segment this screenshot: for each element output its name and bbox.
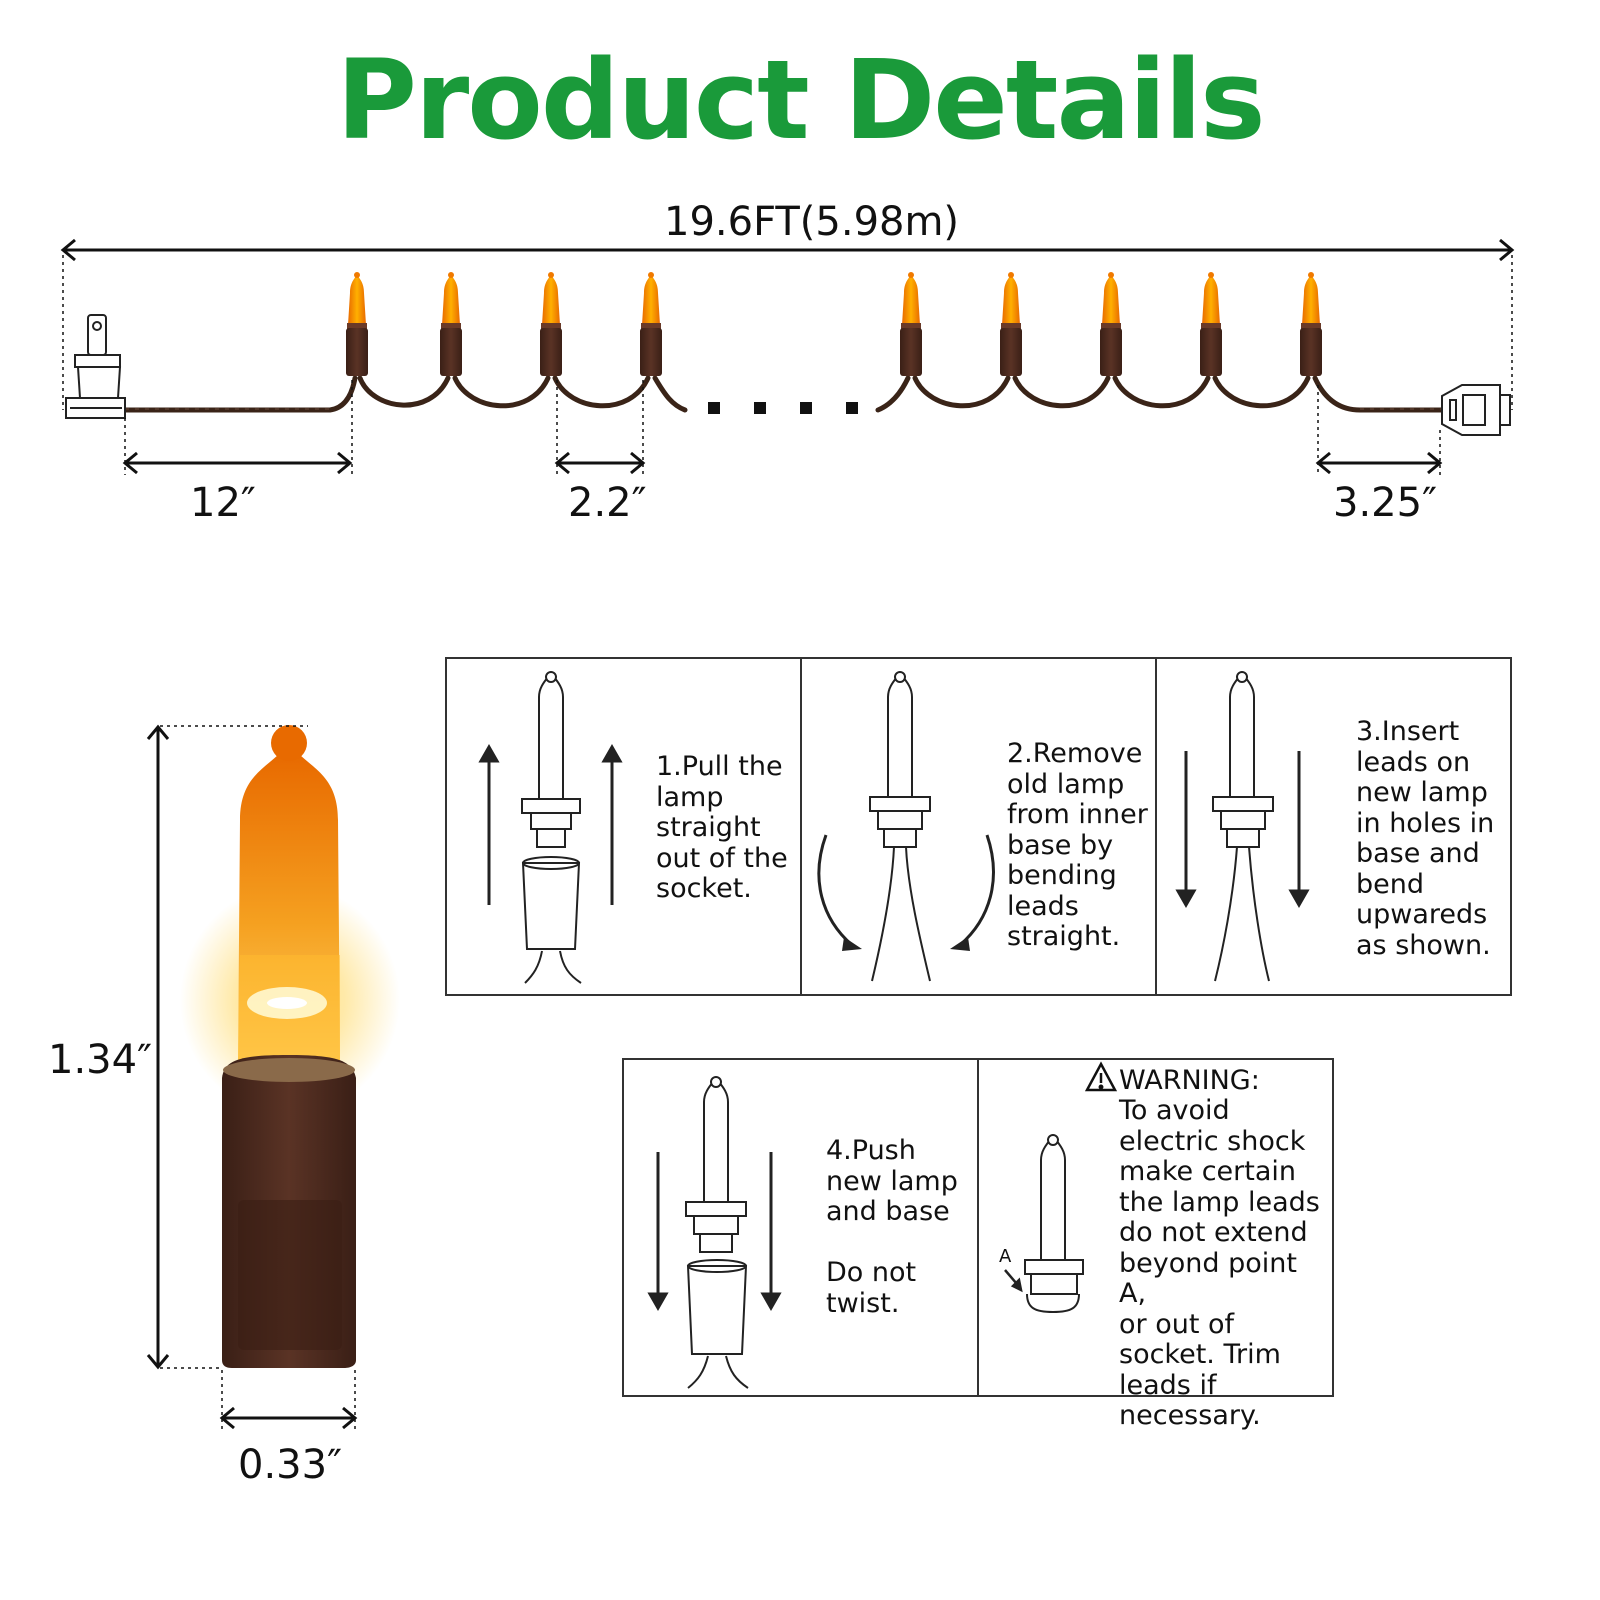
step-panel-3: 3.Insert leads on new lamp in holes in b… (1155, 657, 1512, 996)
end-length-arrow (1315, 451, 1443, 475)
mini-bulb (1300, 272, 1322, 376)
step-3-illustration (1175, 671, 1310, 982)
step-panel-2: 2.Remove old lamp from inner base by ben… (800, 657, 1157, 996)
step-2-illustration (817, 671, 995, 982)
mini-bulb (640, 272, 662, 376)
step-1-illustration (478, 671, 623, 984)
step-panel-1: 1.Pull the lamp straight out of the sock… (445, 657, 802, 996)
bulb-height-label: 1.34″ (48, 1037, 153, 1083)
step-4-text: 4.Push new lamp and base Do not twist. (826, 1135, 958, 1319)
point-a-label: A (999, 1246, 1012, 1267)
mini-bulbs (346, 272, 1322, 376)
lead-length-arrow (122, 451, 353, 475)
mini-bulb (1100, 272, 1122, 376)
total-length-label: 19.6FT(5.98m) (664, 199, 960, 245)
end-connector-icon (1441, 384, 1511, 436)
step-4-illustration (647, 1076, 782, 1389)
page-title: Product Details (336, 36, 1265, 164)
plug-icon (65, 314, 126, 419)
step-panel-4: 4.Push new lamp and base Do not twist. (622, 1058, 979, 1397)
step-1-text: 1.Pull the lamp straight out of the sock… (656, 751, 788, 904)
bulb-spacing-arrow (554, 451, 646, 475)
bulb-width-arrow (219, 1406, 358, 1430)
wire (122, 375, 1445, 413)
total-length-arrow (60, 238, 1515, 262)
lead-length-label: 12″ (190, 480, 256, 526)
end-length-label: 3.25″ (1333, 480, 1438, 526)
warning-illustration (1004, 1061, 1118, 1314)
mini-bulb (900, 272, 922, 376)
step-2-text: 2.Remove old lamp from inner base by ben… (1007, 738, 1148, 952)
mini-bulb (1000, 272, 1022, 376)
warning-panel: A WARNING: To avoid electric shock make … (977, 1058, 1334, 1431)
warning-text: To avoid electric shock make certain the… (1119, 1095, 1320, 1431)
mini-bulb (1200, 272, 1222, 376)
warning-triangle-icon (1084, 1061, 1118, 1092)
mini-bulb (440, 272, 462, 376)
bulb-height-arrow (146, 724, 170, 1370)
bulb-closeup (180, 725, 400, 1368)
mini-bulb (346, 272, 368, 376)
bulb-width-label: 0.33″ (238, 1442, 343, 1488)
step-3-text: 3.Insert leads on new lamp in holes in b… (1356, 716, 1495, 961)
mini-bulb (540, 272, 562, 376)
bulb-spacing-label: 2.2″ (568, 480, 647, 526)
warning-heading: WARNING: (1119, 1065, 1260, 1096)
ellipsis-dots (708, 402, 858, 414)
